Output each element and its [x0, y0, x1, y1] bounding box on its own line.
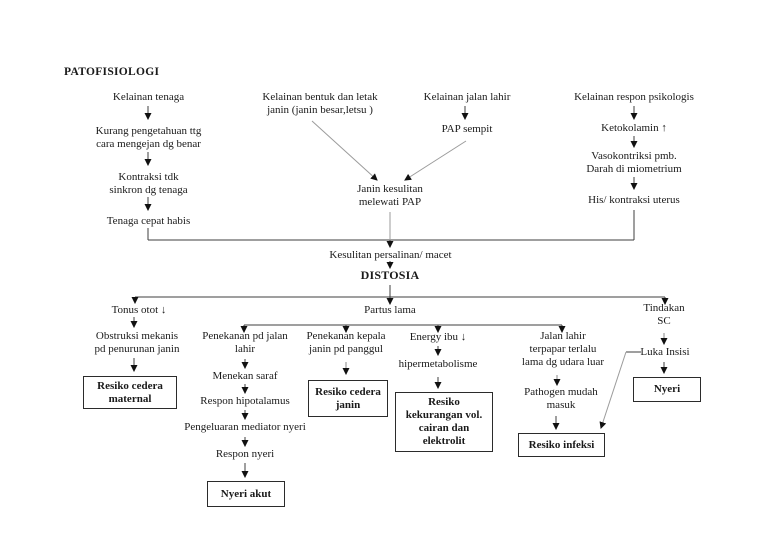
box-resiko-cedera-janin: Resiko cedera janin	[308, 380, 388, 417]
box-nyeri: Nyeri	[633, 377, 701, 402]
box-resiko-cedera-maternal: Resiko cedera maternal	[83, 376, 177, 409]
box-resiko-infeksi: Resiko infeksi	[518, 433, 605, 457]
node-janin-kesulitan-melewati-pap: Janin kesulitan melewati PAP	[357, 183, 423, 208]
node-penekanan-kepala-janin: Penekanan kepala janin pd panggul	[306, 330, 386, 355]
node-kelainan-respon-psikologis: Kelainan respon psikologis	[574, 91, 694, 103]
node-pathogen-mudah-masuk: Pathogen mudah masuk	[524, 386, 598, 411]
node-hipermetabolisme: hipermetabolisme	[398, 358, 478, 370]
node-respon-hipotalamus: Respon hipotalamus	[200, 395, 290, 407]
node-kelainan-bentuk-letak-janin: Kelainan bentuk dan letak janin (janin b…	[262, 91, 378, 116]
node-luka-insisi: Luka Insisi	[640, 346, 690, 358]
node-respon-nyeri: Respon nyeri	[215, 448, 275, 460]
node-kurang-pengetahuan: Kurang pengetahuan ttg cara mengejan dg …	[95, 125, 202, 150]
node-ketokolamin: Ketokolamin ↑	[601, 122, 667, 134]
node-penekanan-pd-jalan-lahir: Penekanan pd jalan lahir	[202, 330, 288, 355]
node-jalan-lahir-terpapar: Jalan lahir terpapar terlalu lama dg uda…	[521, 330, 605, 368]
node-vasokontriksi-miometrium: Vasokontriksi pmb. Darah di miometrium	[586, 150, 682, 175]
node-tenaga-cepat-habis: Tenaga cepat habis	[106, 215, 191, 227]
node-kelainan-tenaga: Kelainan tenaga	[112, 91, 185, 103]
page-title: PATOFISIOLOGI	[64, 66, 160, 78]
node-energy-ibu: Energy ibu ↓	[409, 331, 467, 343]
node-obstruksi-mekanis: Obstruksi mekanis pd penurunan janin	[94, 330, 180, 355]
node-kelainan-jalan-lahir: Kelainan jalan lahir	[423, 91, 511, 103]
box-nyeri-akut: Nyeri akut	[207, 481, 285, 507]
node-tindakan-sc: Tindakan SC	[643, 302, 685, 327]
node-pap-sempit: PAP sempit	[441, 123, 493, 135]
box-resiko-kekurangan-cairan: Resiko kekurangan vol. cairan dan elektr…	[395, 392, 493, 452]
node-tonus-otot: Tonus otot ↓	[111, 304, 167, 316]
node-his-kontraksi-uterus: His/ kontraksi uterus	[588, 194, 680, 206]
node-menekan-saraf: Menekan saraf	[212, 370, 278, 382]
node-distosia: DISTOSIA	[360, 268, 420, 282]
node-partus-lama: Partus lama	[364, 304, 416, 316]
node-pengeluaran-mediator-nyeri: Pengeluaran mediator nyeri	[184, 421, 306, 433]
node-kesulitan-persalinan-macet: Kesulitan persalinan/ macet	[329, 249, 452, 261]
node-kontraksi-tdk-sinkron: Kontraksi tdk sinkron dg tenaga	[109, 171, 188, 196]
